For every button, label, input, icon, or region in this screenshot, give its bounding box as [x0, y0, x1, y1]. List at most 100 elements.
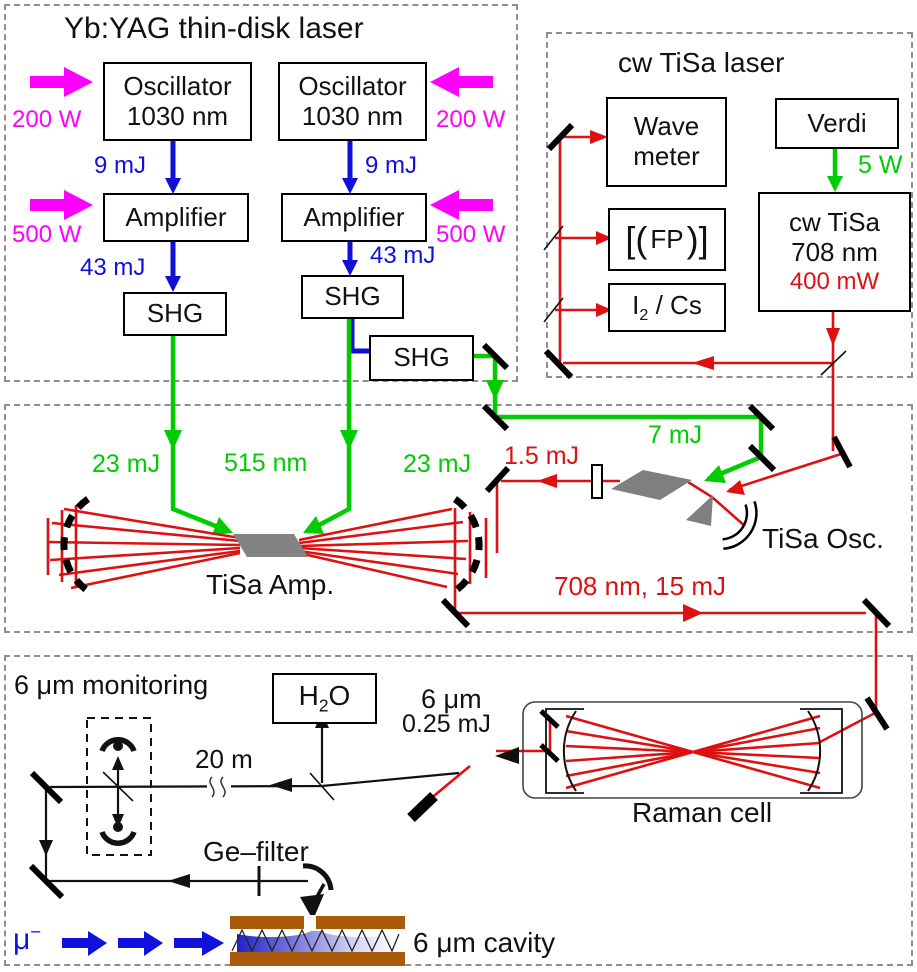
etalon-icon: [591, 464, 603, 499]
arrowhead-icon: [596, 231, 612, 245]
green-beam-shg1: [170, 332, 229, 534]
shg-3-box: SHG: [369, 335, 474, 381]
mirror-icon: [28, 863, 65, 900]
raman-cell-label: Raman cell: [632, 797, 773, 828]
muon-arrow-icon: [174, 931, 224, 956]
shg-2-box: SHG: [301, 275, 404, 319]
tisa-osc-crystal-icon: [611, 470, 692, 500]
mirror-icon: [543, 348, 574, 380]
arrowhead-icon: [168, 874, 190, 888]
shg-1-box: SHG: [123, 292, 227, 336]
muon-beam-arrows: [62, 931, 224, 956]
cavity-label: 6 μm cavity: [413, 927, 556, 958]
beamsplitter-icon: [543, 297, 564, 323]
mirror-icon: [481, 342, 510, 371]
detector-icon: [99, 830, 137, 846]
mirror-mount-icon: [545, 708, 584, 794]
beamsplitter-icon: [543, 225, 564, 251]
panel-ybyag: [4, 4, 518, 382]
fp-mirror-glyph: [(: [625, 218, 648, 260]
arrowhead-icon: [212, 517, 233, 535]
mirror-icon: [747, 443, 777, 473]
beam-break-waves-icon: [209, 776, 226, 798]
mirror-icon: [864, 696, 890, 731]
arrowhead-icon: [590, 130, 608, 144]
h2o-cell-box: H2O: [272, 673, 377, 724]
amplifier-1-box: Amplifier: [103, 193, 249, 242]
tisa-amp-label: TiSa Amp.: [206, 569, 335, 600]
red-beam: [819, 711, 876, 744]
energy-label: 9 mJ: [365, 152, 418, 179]
arrowhead-icon: [39, 840, 53, 856]
beam-dump-icon: [407, 792, 438, 822]
beamsplitter-icon: [820, 350, 847, 376]
energy-label: 9 mJ: [94, 152, 147, 179]
arrowhead-icon: [165, 276, 181, 292]
detectors: [99, 737, 137, 846]
pump-arrow-icon: [30, 190, 93, 220]
mirror-icon: [831, 435, 853, 469]
pump-power-label: 200 W: [12, 106, 82, 133]
verdi-box: Verdi: [775, 98, 899, 149]
arrowhead-icon: [112, 814, 124, 828]
arrowhead-icon: [112, 756, 124, 770]
curved-end-mirror-face: [722, 501, 756, 548]
red-arrowheads-cw: [590, 130, 840, 370]
detector-icon: [113, 822, 123, 832]
prism-icon: [686, 495, 713, 526]
arrowhead-icon: [692, 356, 714, 370]
arrowhead-icon: [303, 516, 324, 534]
energy-label: 43 mJ: [370, 242, 436, 269]
muon-label: μ−: [13, 921, 42, 956]
energy-label: 7 mJ: [648, 421, 703, 449]
green-arrowheads: [164, 176, 843, 535]
pump-arrow-icon: [430, 67, 493, 97]
ir-beams: [170, 137, 371, 354]
oscillator-2-box: Oscillator 1030 nm: [278, 62, 427, 141]
tisa-osc-label: TiSa Osc.: [762, 523, 884, 554]
arrowhead-icon: [300, 894, 324, 920]
arrowhead-icon: [342, 260, 358, 276]
mirror-icon: [539, 709, 560, 729]
cavity-entrance-hole: [304, 915, 316, 929]
distance-label: 20 m: [195, 744, 253, 774]
pump-power-label: 500 W: [436, 221, 506, 248]
muon-arrow-icon: [62, 931, 107, 956]
mirror-icon: [861, 597, 892, 629]
beamsplitter-icon: [102, 771, 134, 802]
wavelength-label: 6 μm: [421, 684, 482, 714]
arrowhead-icon: [537, 474, 557, 488]
cavity-bottom-substrate: [230, 952, 405, 966]
arrowhead-icon: [495, 747, 519, 764]
arrowhead-icon: [683, 604, 703, 622]
arrowhead-icon: [826, 328, 840, 346]
mirror-icon: [29, 770, 64, 805]
energy-label: 0.25 mJ: [402, 710, 491, 738]
dashed-arc-mirror-icon: [60, 496, 91, 594]
panel-cw-tisa: [546, 32, 913, 378]
energy-label: 1.5 mJ: [504, 442, 580, 470]
pump-arrow-icon: [430, 190, 493, 220]
panel-title-ybyag: Yb:YAG thin-disk laser: [64, 12, 364, 45]
arrowhead-icon: [486, 380, 504, 400]
dashed-arc-mirror-icon: [452, 496, 483, 594]
mirror-icon: [747, 403, 776, 432]
fabry-perot-box: [( FP )]: [608, 208, 726, 271]
arrowhead-icon: [340, 430, 358, 450]
raman-cell-optics: [545, 708, 843, 794]
energy-label: 23 mJ: [92, 450, 161, 478]
i2-cs-cell-box: I2 / Cs: [608, 283, 726, 332]
mirror-icon: [546, 122, 575, 152]
mirror-icon: [539, 743, 560, 763]
green-beam-shg2: [306, 315, 352, 533]
arrowhead-icon: [704, 465, 726, 483]
beamsplitters: [102, 225, 847, 802]
arrowhead-icon: [164, 430, 182, 450]
ir-beam-to-shg3: [349, 317, 371, 354]
amplifier-2-box: Amplifier: [281, 193, 427, 242]
output-label: 708 nm, 15 mJ: [554, 571, 726, 601]
oscillator-1-box: Oscillator 1030 nm: [103, 62, 252, 141]
cavity-top-substrate: [230, 916, 405, 929]
multipass-mirrors: [60, 496, 483, 594]
